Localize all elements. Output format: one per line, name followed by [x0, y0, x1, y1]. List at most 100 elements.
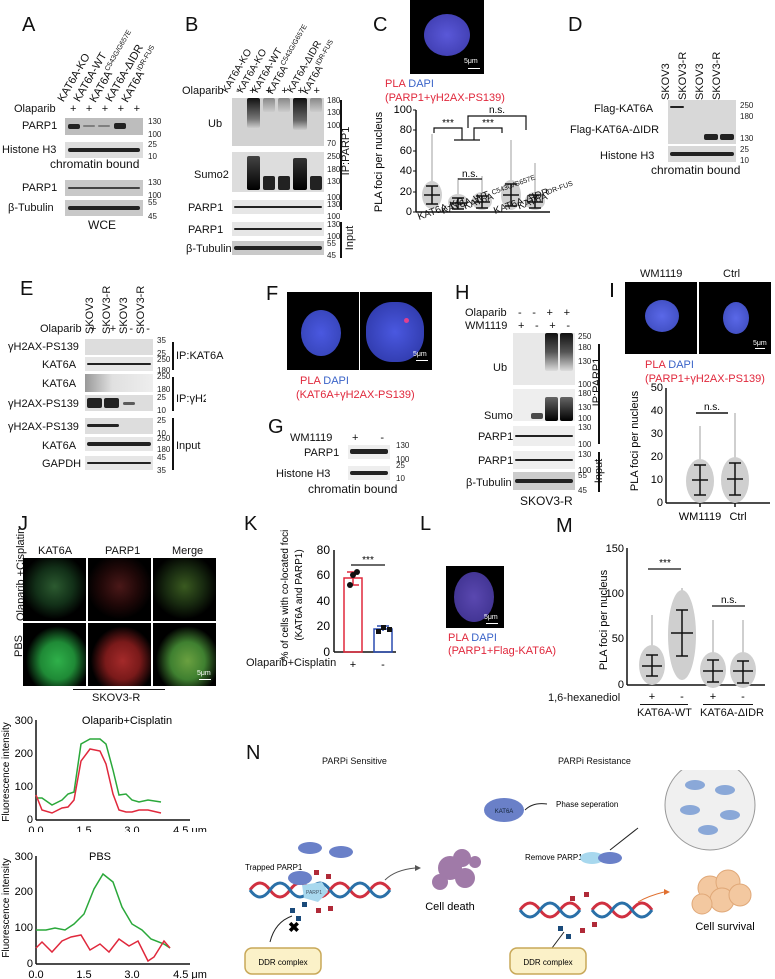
- panel-b-blot: KAT6A-KO KAT6A-KO KAT6A-WT KAT6AC543G/G6…: [182, 23, 352, 241]
- treatment-signs: --++: [518, 307, 570, 319]
- micrograph-kat6a-pbs: [23, 623, 86, 686]
- svg-text:3.0: 3.0: [124, 969, 139, 979]
- svg-text:Cell death: Cell death: [425, 901, 475, 913]
- blot-strip: [85, 418, 153, 434]
- chart-j-profile-1: Olaparib+Cisplatin Fluorescence intensit…: [1, 715, 207, 832]
- row-label: Histone H3: [276, 468, 331, 480]
- svg-text:200: 200: [15, 748, 33, 760]
- row-label: Flag-KAT6A-ΔIDR: [570, 124, 660, 136]
- row-label: γH2AX-PS139: [8, 398, 79, 410]
- svg-text:Fluorescence intensity: Fluorescence intensity: [1, 858, 12, 958]
- panel-label-k: K: [244, 513, 258, 535]
- svg-text:n.s.: n.s.: [704, 402, 720, 413]
- blot-strip: [85, 339, 153, 355]
- blot-strip: [513, 472, 575, 490]
- svg-text:0: 0: [618, 679, 624, 691]
- blot-strip: [65, 180, 143, 196]
- caption: chromatin bound: [50, 157, 140, 171]
- panel-label-c: C: [373, 14, 388, 36]
- micrograph-kat6a-treated: [23, 558, 86, 621]
- panel-label-h: H: [455, 282, 470, 304]
- svg-text:10: 10: [651, 474, 663, 486]
- caption: SKOV3-R: [92, 692, 141, 704]
- svg-text:KAT6A: KAT6A: [495, 809, 514, 815]
- svg-text:50: 50: [612, 633, 624, 645]
- image-label: Ctrl: [723, 268, 741, 280]
- svg-text:60: 60: [317, 568, 331, 582]
- svg-text:0.0: 0.0: [28, 825, 43, 832]
- section-title: PARPi Resistance: [558, 756, 631, 766]
- row-label: PARP1: [304, 447, 340, 459]
- svg-text:Olaparib+Cisplatin: Olaparib+Cisplatin: [82, 715, 172, 727]
- group-label: KAT6A-WT: [637, 707, 692, 719]
- blot-strip: [668, 146, 736, 162]
- row-label: PARP1: [22, 120, 58, 132]
- caption: SKOV3-R: [520, 494, 573, 508]
- micrograph: [625, 282, 697, 354]
- micrograph-parp1-pbs: [88, 623, 151, 686]
- row-label: GAPDH: [42, 458, 82, 470]
- svg-text:***: ***: [482, 118, 494, 129]
- blot-strip: [348, 445, 390, 459]
- pla-pair: (PARP1+γH2AX-PS139): [385, 92, 505, 104]
- svg-text:80: 80: [317, 543, 331, 557]
- svg-text:-: -: [680, 691, 684, 703]
- micrograph: 5μm: [410, 0, 484, 74]
- panel-label-l: L: [420, 513, 432, 535]
- row-label: γH2AX-PS139: [8, 421, 79, 433]
- blot-strip: [85, 395, 153, 411]
- micrograph-merge-treated: [153, 558, 216, 621]
- bracket-label: IP:PARP1: [591, 357, 603, 407]
- column-label: PARP1: [105, 545, 141, 557]
- pla-pair: (PARP1+γH2AX-PS139): [645, 373, 765, 385]
- row-label: KAT6A: [42, 440, 77, 452]
- micrograph-merge-pbs: 5μm: [153, 623, 216, 686]
- blot-strip: [232, 200, 324, 214]
- caption: chromatin bound: [651, 163, 741, 177]
- treatment-label: Olaparib: [40, 323, 82, 335]
- row-label: Ub: [208, 118, 223, 130]
- svg-text:DDR complex: DDR complex: [523, 958, 572, 967]
- pla-pair: (KAT6A+γH2AX-PS139): [296, 389, 415, 401]
- svg-text:1.5: 1.5: [76, 969, 91, 979]
- svg-text:-: -: [381, 659, 385, 671]
- svg-text:n.s.: n.s.: [462, 169, 478, 180]
- panel-label-n: N: [246, 742, 261, 764]
- blot-strip: [85, 437, 153, 451]
- row-label: Histone H3: [2, 144, 57, 156]
- row-label: KAT6A: [42, 378, 77, 390]
- blot-strip: [513, 389, 575, 421]
- treatment-label: WM1119: [290, 432, 333, 444]
- svg-text:0.0: 0.0: [28, 969, 43, 979]
- svg-text:+: +: [350, 659, 356, 671]
- row-label: Ub: [493, 362, 508, 374]
- svg-text:4.5 μm: 4.5 μm: [173, 825, 207, 832]
- svg-text:200: 200: [15, 886, 33, 898]
- blot-strip: [232, 152, 324, 192]
- svg-text:PLA foci per nucleus: PLA foci per nucleus: [373, 111, 385, 212]
- svg-text:Fluorescence intensity: Fluorescence intensity: [1, 722, 12, 822]
- svg-text:40: 40: [317, 594, 331, 608]
- micrograph: 5μm: [360, 292, 432, 370]
- row-label: β-Tubulin: [8, 202, 54, 214]
- panel-label-j: J: [18, 513, 28, 535]
- blot-strip: [513, 426, 575, 446]
- treatment-signs: ++--: [90, 323, 150, 335]
- svg-text:***: ***: [442, 118, 454, 129]
- row-label: PARP1: [22, 182, 58, 194]
- svg-text:PBS: PBS: [89, 851, 111, 863]
- panel-label-a: A: [22, 14, 36, 36]
- bracket-label: IP:KAT6A: [176, 350, 224, 362]
- svg-text:✖: ✖: [288, 919, 300, 935]
- svg-text:20: 20: [651, 451, 663, 463]
- image-label: WM1119: [640, 268, 683, 280]
- section-title: PARPi Sensitive: [322, 756, 387, 766]
- panel-label-g: G: [268, 416, 284, 438]
- blot-strip: [65, 142, 143, 158]
- svg-text:PARP1: PARP1: [306, 890, 322, 896]
- treatment-signs: -+++++: [236, 85, 320, 97]
- row-label: β-Tubulin: [466, 477, 512, 489]
- svg-text:80: 80: [400, 124, 412, 136]
- treatment-label: Olaparib: [465, 307, 507, 319]
